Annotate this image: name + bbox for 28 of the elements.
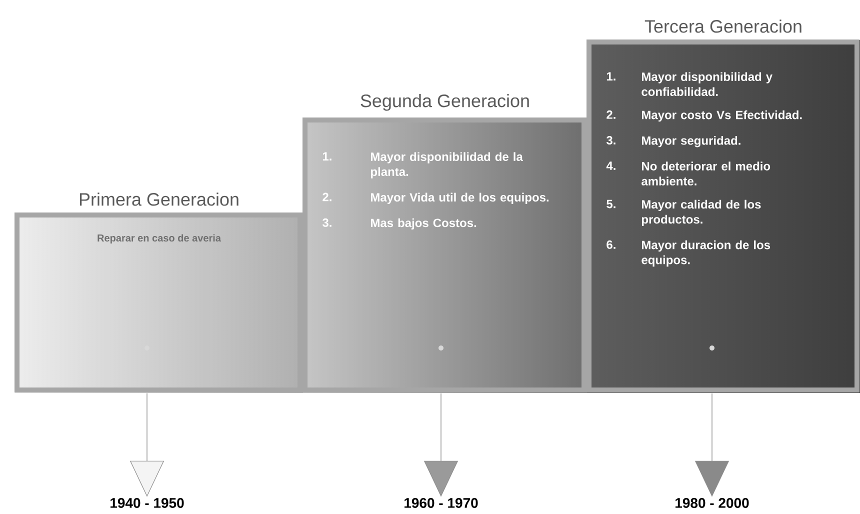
- item-text: Mayor costo Vs Efectividad.: [642, 110, 802, 122]
- item-number: 4.: [606, 162, 616, 170]
- item-number: 1.: [606, 72, 616, 80]
- item-number: 2.: [606, 110, 616, 119]
- item-text: Mayor seguridad.: [642, 136, 740, 148]
- year-label: 1980 - 2000: [676, 498, 749, 508]
- item-number: 2.: [322, 192, 332, 202]
- item-text: Mayor disponibilidad de la planta.: [371, 152, 523, 178]
- year-label: 1940 - 1950: [110, 498, 184, 508]
- generation-box: [586, 40, 860, 392]
- box-text: Reparar en caso de averia: [98, 234, 222, 244]
- item-number: 3.: [606, 136, 616, 145]
- item-text: Mayor calidad de los productos.: [642, 200, 761, 226]
- item-number: 1.: [322, 152, 332, 160]
- item-number: 5.: [606, 200, 616, 208]
- item-number: 6.: [606, 240, 616, 249]
- item-text: Mayor Vida util de los equipos.: [371, 192, 549, 204]
- item-text: Mayor duracion de los equipos.: [642, 240, 770, 267]
- year-label: 1960 - 1970: [404, 498, 478, 508]
- item-number: 3.: [322, 218, 332, 227]
- box-heading: Primera Generacion: [80, 192, 238, 206]
- item-text: No deteriorar el medio ambiente.: [642, 162, 770, 186]
- item-text: Mas bajos Costos.: [371, 218, 476, 230]
- generation-box: [14, 212, 302, 392]
- item-text: Mayor disponibilidad y confiabilidad.: [642, 72, 772, 96]
- box-heading: Segunda Generacion: [360, 94, 529, 111]
- generation-box: [302, 118, 586, 392]
- box-heading: Tercera Generacion: [644, 20, 802, 33]
